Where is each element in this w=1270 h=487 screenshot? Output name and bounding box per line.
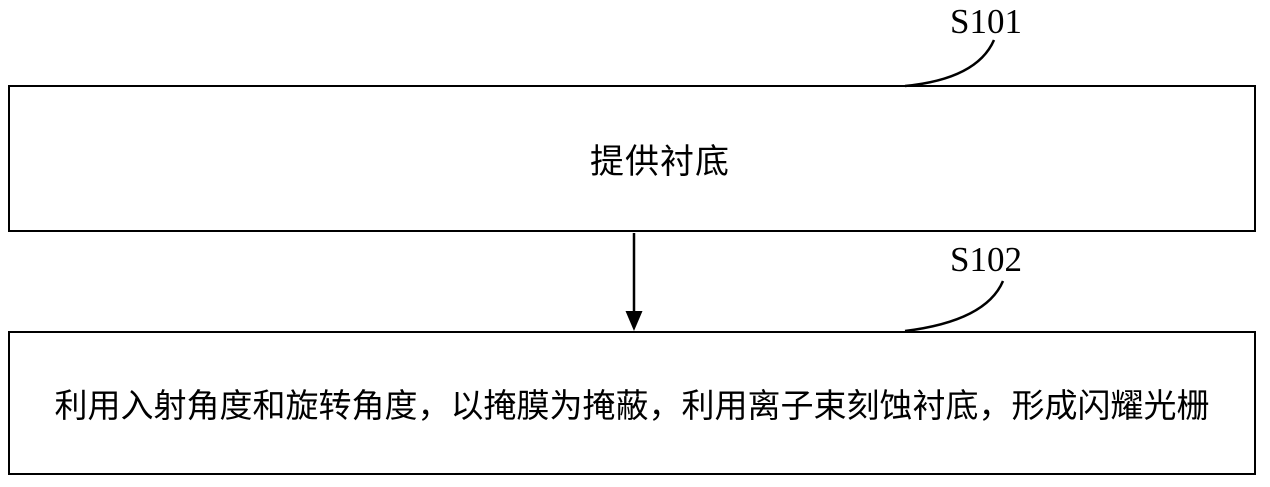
leader-curve-s101 — [904, 39, 996, 88]
step-id-s102: S102 — [950, 240, 1022, 279]
step-box-s101: 提供衬底 — [8, 85, 1256, 232]
step-label-s102: 利用入射角度和旋转角度，以掩膜为掩蔽，利用离子束刻蚀衬底，形成闪耀光栅 — [54, 389, 1210, 425]
connector-arrow-head — [625, 311, 643, 331]
step-label-s101: 提供衬底 — [590, 144, 730, 181]
step-box-s102: 利用入射角度和旋转角度，以掩膜为掩蔽，利用离子束刻蚀衬底，形成闪耀光栅 — [8, 331, 1256, 475]
step-id-s101: S101 — [950, 2, 1022, 41]
leader-curve-s102 — [904, 280, 1005, 333]
